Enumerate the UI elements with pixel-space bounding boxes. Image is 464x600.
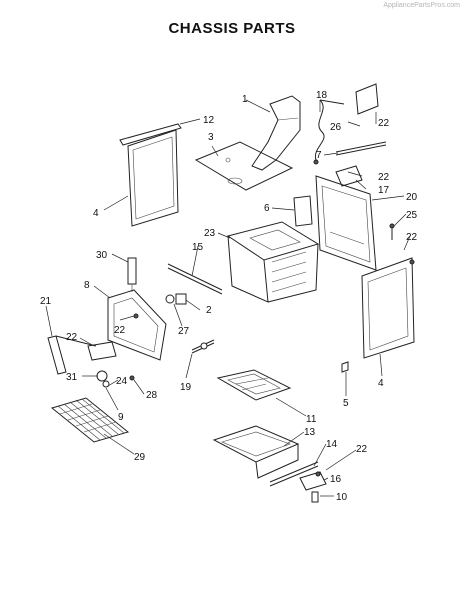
- part-17-bracket: [335, 165, 363, 187]
- part-4-right-side-panel: [361, 257, 415, 359]
- callout-26: 26: [330, 122, 342, 133]
- callout-11: 11: [306, 414, 317, 425]
- callout-5: 5: [343, 398, 349, 409]
- callout-15: 15: [192, 242, 204, 253]
- callout-12: 12: [203, 115, 215, 126]
- callout-1: 1: [242, 94, 248, 105]
- callout-13: 13: [304, 427, 316, 438]
- part-23-oven-cavity: [226, 221, 320, 303]
- callout-8: 8: [84, 280, 90, 291]
- callout-10: 10: [336, 492, 348, 503]
- part-11-broil-pan: [216, 369, 292, 401]
- callout-19: 19: [180, 382, 192, 393]
- callout-4-right: 4: [378, 378, 384, 389]
- part-7-rod: [335, 141, 387, 156]
- part-25-screw: [389, 223, 395, 240]
- part-29-oven-rack: [50, 397, 130, 443]
- part-10-leveling-leg: [311, 491, 319, 503]
- callout-18: 18: [316, 90, 328, 101]
- part-4-left-side-panel: [127, 129, 179, 227]
- part-12-trim-strip: [119, 123, 182, 146]
- watermark: AppliancePartsPros.com: [383, 2, 460, 9]
- callout-22-burner: 22: [66, 332, 78, 343]
- callout-25: 25: [406, 210, 418, 221]
- callout-22-drawer: 22: [356, 444, 368, 455]
- part-5-clip: [341, 361, 349, 373]
- callout-21: 21: [40, 296, 52, 307]
- part-8-bottom-frame: [107, 289, 167, 361]
- callout-labels: 1 2 3 4 4 5 6 7 8 9 10 11 12 13 14 15 16…: [40, 90, 418, 503]
- part-27-valve: [165, 293, 187, 305]
- callout-16: 16: [330, 474, 342, 485]
- callout-31: 31: [66, 372, 78, 383]
- callout-20: 20: [406, 192, 418, 203]
- part-19-rod: [191, 339, 215, 354]
- callout-30: 30: [96, 250, 108, 261]
- part-6-panel: [293, 195, 313, 227]
- callout-22-mid: 22: [378, 172, 390, 183]
- part-24-burner: [87, 341, 117, 388]
- callout-23: 23: [204, 228, 216, 239]
- part-16-leveling-bracket: [299, 471, 327, 491]
- callout-22-right: 22: [406, 232, 418, 243]
- part-30-igniter: [127, 257, 137, 292]
- part-14-slide-rail: [269, 461, 319, 487]
- part-21-burner-tube: [47, 335, 97, 375]
- leader-lines: [45, 99, 411, 497]
- part-13-drawer: [212, 425, 300, 479]
- callout-4-left: 4: [93, 208, 99, 219]
- page-title: CHASSIS PARTS: [168, 20, 296, 37]
- callout-29: 29: [134, 452, 146, 463]
- part-20-rear-panel: [315, 175, 377, 271]
- callout-17: 17: [378, 185, 390, 196]
- callout-27: 27: [178, 326, 190, 337]
- callout-7: 7: [316, 150, 322, 161]
- part-1-vent-duct: [251, 95, 301, 171]
- callout-22-top: 22: [378, 118, 390, 129]
- part-22-bracket-top: [355, 83, 379, 115]
- part-15-rail: [167, 263, 223, 295]
- callout-2: 2: [206, 305, 212, 316]
- callout-22-frame: 22: [114, 325, 126, 336]
- callout-24: 24: [116, 376, 128, 387]
- part-18-wire-harness: [313, 99, 345, 165]
- callout-14: 14: [326, 439, 338, 450]
- callout-9: 9: [118, 412, 124, 423]
- part-22-screws: [133, 259, 415, 477]
- callout-3: 3: [208, 132, 214, 143]
- callout-6: 6: [264, 203, 270, 214]
- callout-28: 28: [146, 390, 158, 401]
- part-3-top-panel: [194, 141, 294, 191]
- part-28-screw: [129, 375, 135, 381]
